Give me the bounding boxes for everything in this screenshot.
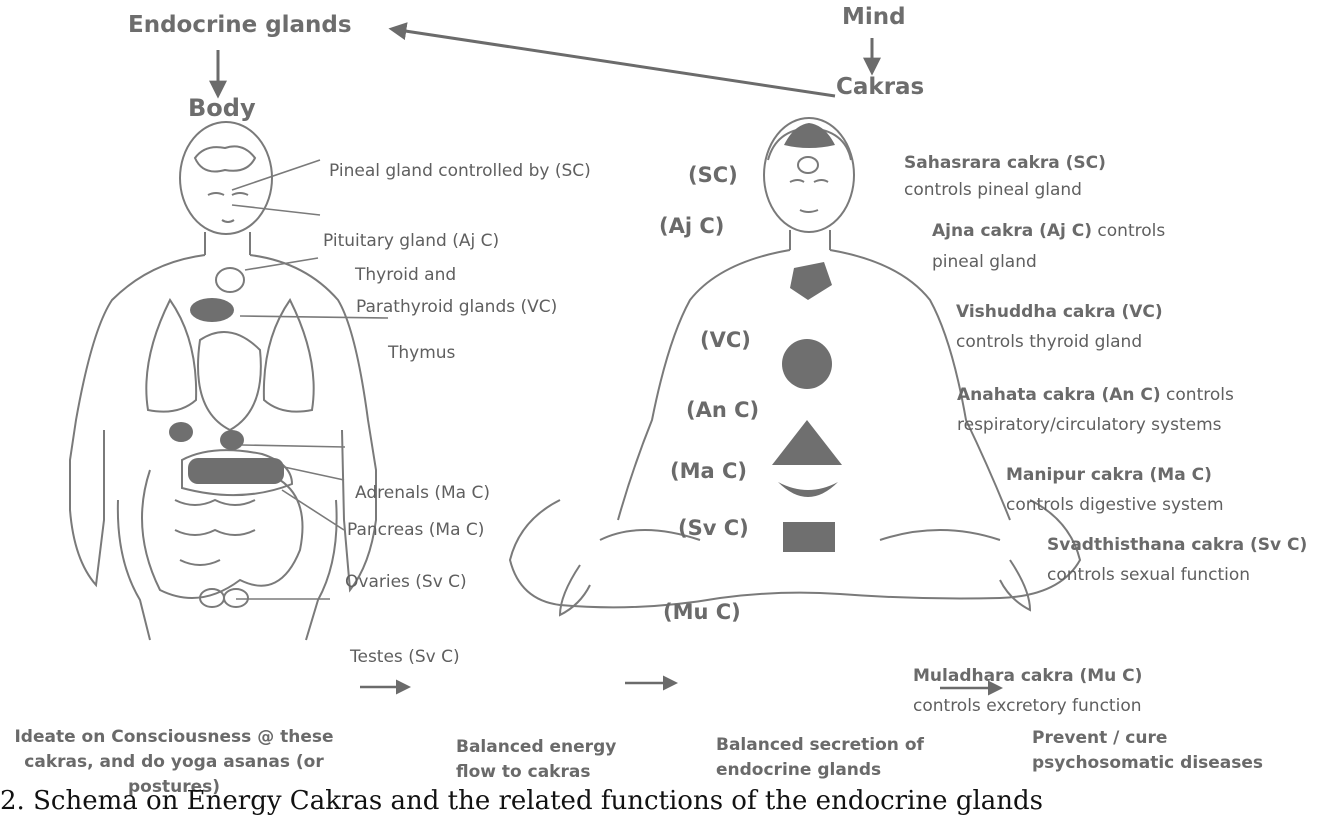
cakra-ajc-abbrev: (Aj C) — [659, 214, 724, 238]
step2-line2: flow to cakras — [456, 762, 590, 782]
cakras-to-endocrine-arrow — [392, 29, 835, 96]
anc-name: Anahata cakra (An C) — [957, 385, 1161, 405]
anc-description: Anahata cakra (An C) controls respirator… — [957, 380, 1234, 440]
mind-heading: Mind — [842, 4, 906, 30]
cakra-sc-abbrev: (SC) — [688, 163, 738, 187]
vc-name: Vishuddha cakra (VC) — [956, 302, 1163, 322]
muc-text: controls excretory function — [913, 696, 1142, 716]
flow-step-energy: Balanced energy flow to cakras — [456, 735, 616, 785]
mac-text: controls digestive system — [1006, 495, 1224, 515]
step1-line1: Ideate on Consciousness @ these — [14, 727, 333, 747]
thyroid-label-1: Thyroid and — [355, 264, 456, 286]
step3-line2: endocrine glands — [716, 760, 881, 780]
body-figure — [70, 122, 376, 640]
adrenals-label: Adrenals (Ma C) — [355, 482, 490, 504]
vc-text: controls thyroid gland — [956, 332, 1142, 352]
ovaries-label: Ovaries (Sv C) — [345, 571, 467, 593]
sc-text: controls pineal gland — [904, 180, 1082, 200]
vc-description: Vishuddha cakra (VC) controls thyroid gl… — [956, 297, 1163, 357]
body-heading: Body — [188, 94, 256, 122]
step2-line1: Balanced energy — [456, 737, 616, 757]
sc-description: Sahasrara cakra (SC) controls pineal gla… — [904, 150, 1106, 204]
step4-line2: psychosomatic diseases — [1032, 753, 1263, 773]
ajc-name: Ajna cakra (Aj C) — [932, 221, 1092, 241]
muc-description: Muladhara cakra (Mu C) controls excretor… — [913, 661, 1142, 721]
cakra-mac-abbrev: (Ma C) — [670, 459, 747, 483]
pituitary-label: Pituitary gland (Aj C) — [323, 230, 499, 252]
cakra-svc-abbrev: (Sv C) — [678, 516, 749, 540]
thymus-label: Thymus — [388, 342, 455, 364]
cakras-heading: Cakras — [836, 74, 924, 100]
ajc-description: Ajna cakra (Aj C) controls pineal gland — [932, 216, 1165, 278]
testes-label: Testes (Sv C) — [350, 646, 460, 668]
cakra-anc-abbrev: (An C) — [686, 398, 759, 422]
endocrine-glands-heading: Endocrine glands — [128, 12, 352, 38]
ajc-text-1: controls — [1092, 221, 1165, 241]
svc-text: controls sexual function — [1047, 565, 1250, 585]
flow-step-prevent: Prevent / cure psychosomatic diseases — [1032, 726, 1263, 776]
svc-name: Svadthisthana cakra (Sv C) — [1047, 535, 1307, 555]
mac-description: Manipur cakra (Ma C) controls digestive … — [1006, 460, 1224, 520]
figure-caption: 2. Schema on Energy Cakras and the relat… — [0, 786, 1324, 816]
pineal-label: Pineal gland controlled by (SC) — [329, 160, 591, 182]
mac-name: Manipur cakra (Ma C) — [1006, 465, 1212, 485]
flow-step-secretion: Balanced secretion of endocrine glands — [716, 733, 924, 783]
svc-description: Svadthisthana cakra (Sv C) controls sexu… — [1047, 530, 1307, 590]
sc-name: Sahasrara cakra (SC) — [904, 153, 1106, 173]
ajc-text-2: pineal gland — [932, 252, 1037, 272]
pancreas-label: Pancreas (Ma C) — [347, 519, 484, 541]
anc-text-1: controls — [1161, 385, 1234, 405]
cakra-muc-abbrev: (Mu C) — [663, 600, 741, 624]
anc-text-2: respiratory/circulatory systems — [957, 415, 1221, 435]
step1-line2: cakras, and do yoga asanas (or — [24, 752, 323, 772]
cakra-vc-abbrev: (VC) — [700, 328, 751, 352]
muc-name: Muladhara cakra (Mu C) — [913, 666, 1142, 686]
step3-line1: Balanced secretion of — [716, 735, 924, 755]
thyroid-label-2: Parathyroid glands (VC) — [356, 296, 557, 318]
step4-line1: Prevent / cure — [1032, 728, 1167, 748]
